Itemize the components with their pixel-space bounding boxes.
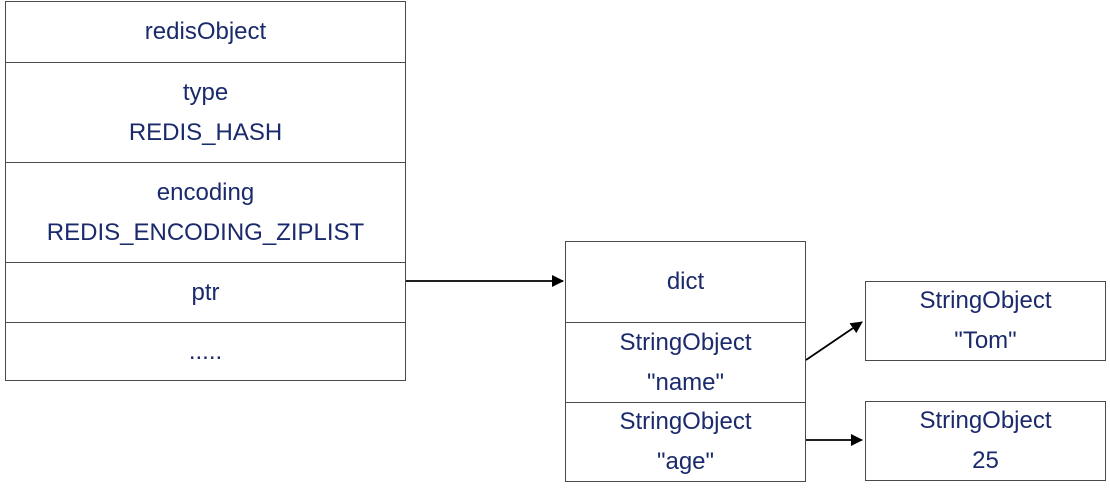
dict-box: dict StringObject "name" StringObject "a…	[565, 241, 806, 482]
more-fields: .....	[6, 322, 405, 380]
dict-entry-age: StringObject "age"	[566, 402, 805, 481]
encoding-value: REDIS_ENCODING_ZIPLIST	[46, 218, 365, 246]
name-to-tom-arrow	[805, 321, 863, 361]
redis-object-title: redisObject	[144, 18, 267, 45]
dict-entry-kind: StringObject	[619, 328, 752, 356]
type-value: REDIS_HASH	[128, 118, 283, 146]
dict-entry-name: StringObject "name"	[566, 322, 805, 402]
ptr-label: ptr	[191, 278, 220, 306]
value-cell: StringObject "Tom"	[866, 282, 1105, 360]
value-cell: StringObject 25	[866, 402, 1105, 480]
encoding-label: encoding	[156, 178, 255, 206]
value-kind: StringObject	[919, 407, 1052, 434]
dict-entry-kind: StringObject	[619, 408, 752, 435]
redis-object-box: redisObject type REDIS_HASH encoding RED…	[5, 1, 406, 381]
dict-entry-key: "name"	[646, 368, 725, 396]
value-box-25: StringObject 25	[865, 401, 1106, 481]
value-box-tom: StringObject "Tom"	[865, 281, 1106, 361]
type-field: type REDIS_HASH	[6, 62, 405, 162]
value-text: "Tom"	[954, 327, 1017, 354]
dict-title: dict	[666, 268, 705, 295]
dict-entry-key: "age"	[656, 448, 715, 475]
more-label: .....	[188, 337, 223, 365]
value-text: 25	[972, 447, 999, 474]
redis-object-title-cell: redisObject	[6, 2, 405, 62]
ptr-field: ptr	[6, 262, 405, 322]
type-label: type	[182, 78, 229, 106]
value-kind: StringObject	[919, 287, 1052, 314]
encoding-field: encoding REDIS_ENCODING_ZIPLIST	[6, 162, 405, 262]
dict-title-cell: dict	[566, 242, 805, 322]
